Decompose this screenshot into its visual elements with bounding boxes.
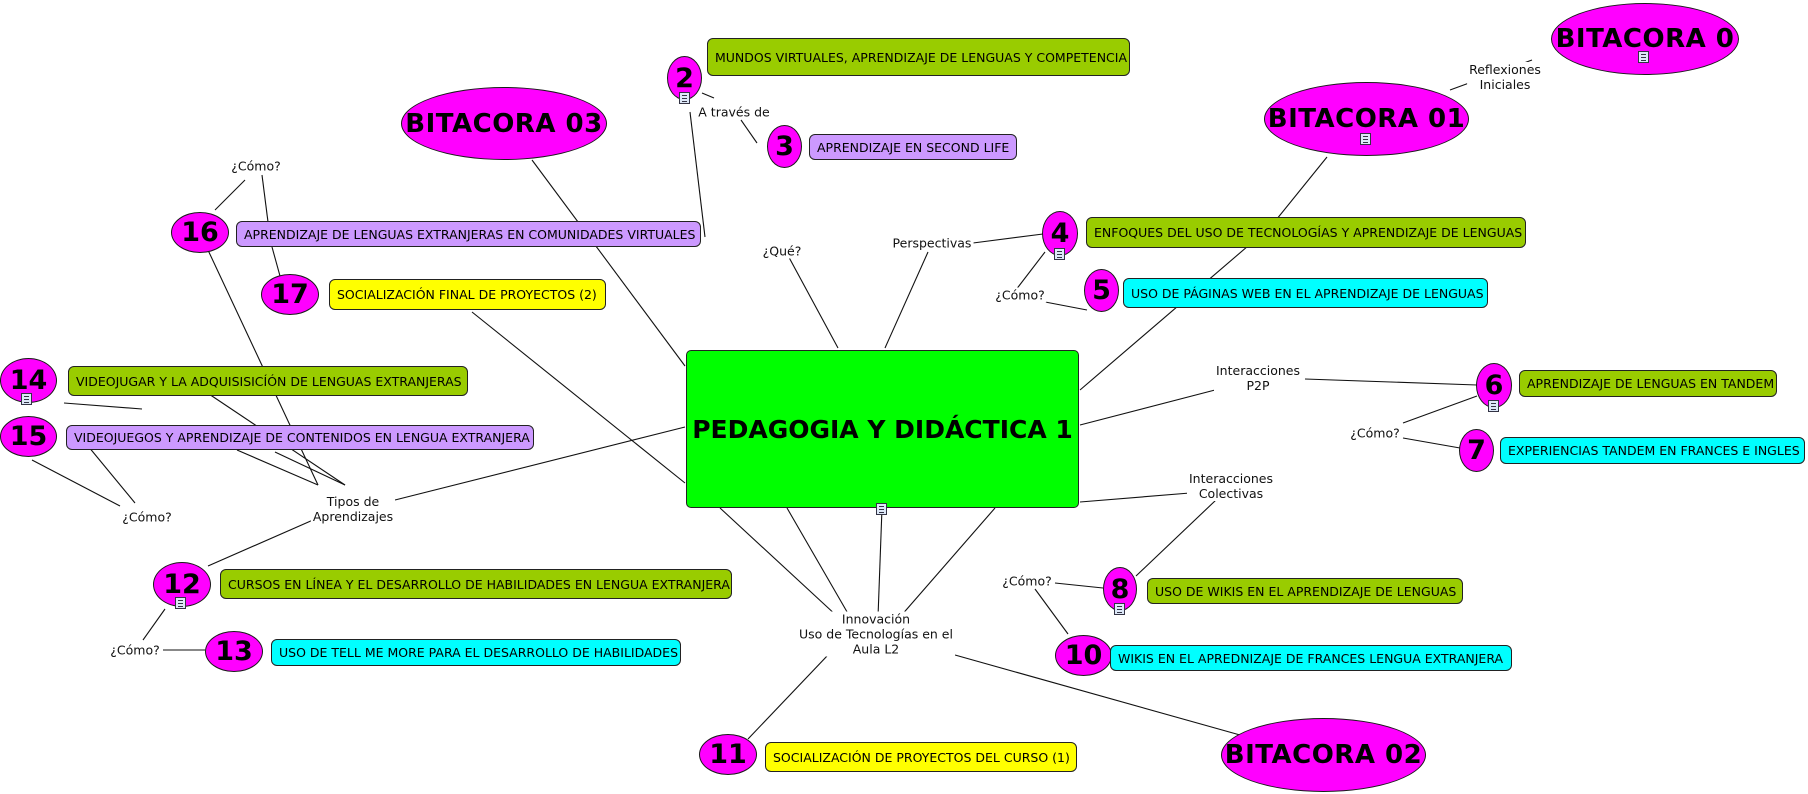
bitacora-02[interactable]: BITACORA 02 [1221, 718, 1426, 792]
topic-6[interactable]: APRENDIZAJE DE LENGUAS EN TANDEM [1519, 370, 1777, 397]
document-icon[interactable] [1114, 603, 1125, 615]
topic-14[interactable]: VIDEOJUGAR Y LA ADQUISISICÍÓN DE LENGUAS… [68, 366, 468, 396]
topic-7[interactable]: EXPERIENCIAS TANDEM EN FRANCES E INGLES [1500, 437, 1805, 464]
topic-13[interactable]: USO DE TELL ME MORE PARA EL DESARROLLO D… [271, 639, 681, 666]
node-13[interactable]: 13 [205, 631, 263, 672]
bitacora-03[interactable]: BITACORA 03 [401, 87, 607, 160]
label-como-5: ¿Cómo? [993, 287, 1047, 303]
node-17[interactable]: 17 [261, 274, 319, 315]
topic-16[interactable]: APRENDIZAJE DE LENGUAS EXTRANJERAS EN CO… [236, 221, 701, 247]
label-interacciones-colectivas: Interacciones Colectivas [1187, 471, 1275, 501]
document-icon[interactable] [175, 597, 186, 609]
node-12[interactable]: 12 [153, 562, 211, 607]
label-interacciones-p2p: Interacciones P2P [1214, 363, 1302, 393]
topic-10[interactable]: WIKIS EN EL APREDNIZAJE DE FRANCES LENGU… [1110, 645, 1512, 671]
node-5[interactable]: 5 [1084, 269, 1119, 312]
label-reflexiones-iniciales: Reflexiones Iniciales [1467, 62, 1543, 92]
document-icon[interactable] [1054, 248, 1065, 260]
topic-11[interactable]: SOCIALIZACIÓN DE PROYECTOS DEL CURSO (1) [765, 742, 1077, 772]
topic-4[interactable]: ENFOQUES DEL USO DE TECNOLOGÍAS Y APREND… [1086, 217, 1526, 248]
bitacora-0[interactable]: BITACORA 0 [1551, 3, 1739, 75]
label-como-13: ¿Cómo? [108, 642, 162, 658]
label-a-traves-de: A través de [696, 104, 772, 120]
node-11[interactable]: 11 [699, 734, 757, 775]
topic-17[interactable]: SOCIALIZACIÓN FINAL DE PROYECTOS (2) [329, 279, 606, 310]
central-topic[interactable]: PEDAGOGIA Y DIDÁCTICA 1 [686, 350, 1079, 508]
document-icon[interactable] [1360, 133, 1371, 145]
node-7[interactable]: 7 [1459, 429, 1494, 472]
document-icon[interactable] [876, 503, 887, 515]
label-perspectivas: Perspectivas [890, 235, 974, 251]
label-tipos-de-aprendizajes: Tipos de Aprendizajes [310, 494, 396, 524]
document-icon[interactable] [679, 92, 690, 104]
node-10[interactable]: 10 [1055, 635, 1112, 676]
topic-3[interactable]: APRENDIZAJE EN SECOND LIFE [809, 134, 1017, 160]
central-topic-label: PEDAGOGIA Y DIDÁCTICA 1 [692, 414, 1073, 444]
node-15[interactable]: 15 [0, 416, 57, 457]
node-3[interactable]: 3 [767, 125, 802, 168]
label-como-15: ¿Cómo? [120, 509, 174, 525]
label-innovacion: Innovación Uso de Tecnologías en el Aula… [797, 611, 955, 657]
document-icon[interactable] [21, 393, 32, 405]
document-icon[interactable] [1638, 51, 1649, 63]
document-icon[interactable] [1488, 400, 1499, 412]
topic-15[interactable]: VIDEOJUEGOS Y APRENDIZAJE DE CONTENIDOS … [66, 425, 534, 450]
label-como-8: ¿Cómo? [1000, 573, 1054, 589]
label-que: ¿Qué? [760, 243, 804, 259]
topic-5[interactable]: USO DE PÁGINAS WEB EN EL APRENDIZAJE DE … [1123, 278, 1488, 308]
topic-12[interactable]: CURSOS EN LÍNEA Y EL DESARROLLO DE HABIL… [220, 569, 732, 599]
topic-2[interactable]: MUNDOS VIRTUALES, APRENDIZAJE DE LENGUAS… [707, 38, 1130, 76]
topic-8[interactable]: USO DE WIKIS EN EL APRENDIZAJE DE LENGUA… [1147, 578, 1463, 604]
node-16[interactable]: 16 [171, 212, 229, 253]
label-como-16: ¿Cómo? [229, 158, 283, 174]
label-como-7: ¿Cómo? [1348, 425, 1402, 441]
